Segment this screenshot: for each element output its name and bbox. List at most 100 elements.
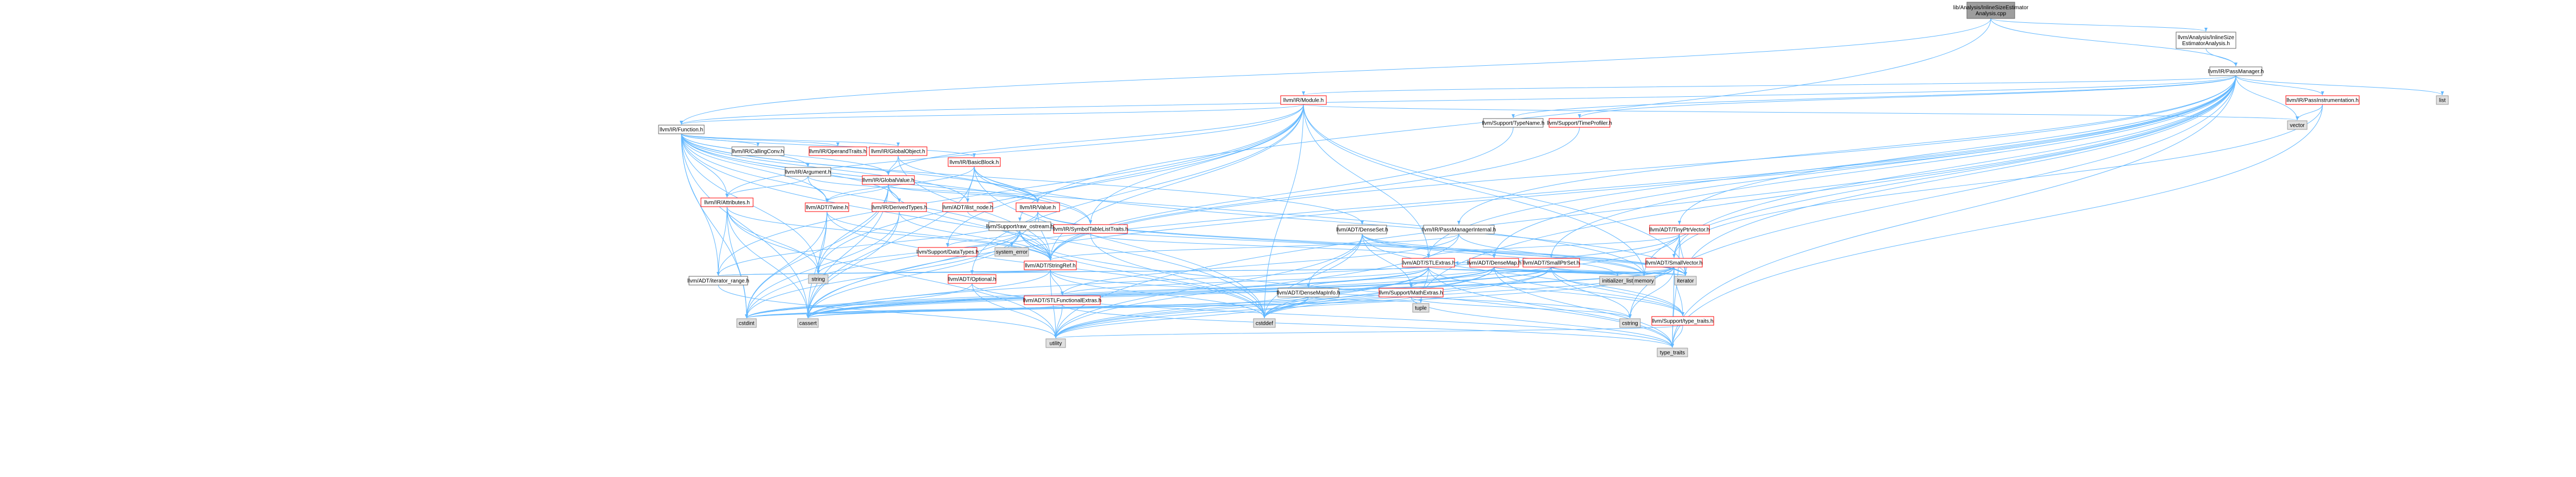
edge-globalobject-to-globalvalue [887, 155, 899, 176]
edge-passinstr-to-vector [2296, 104, 2323, 121]
node-stlfunc-box [1024, 295, 1101, 305]
node-root-label: Analysis.cpp [1976, 11, 2007, 17]
node-passmanager-box [2209, 66, 2262, 76]
node-attributes-label: llvm/IR/Attributes.h [704, 200, 750, 206]
edge-smallptrset-to-cassert [806, 267, 1552, 319]
edge-module-to-symboltable [1089, 104, 1304, 225]
edge-attributes-to-cstdint [726, 206, 748, 319]
node-densemap[interactable]: llvm/ADT/DenseMap.h [1467, 258, 1521, 268]
node-symboltable[interactable]: llvm/IR/SymbolTableListTraits.h [1052, 224, 1129, 234]
node-cstring[interactable]: cstring [1619, 318, 1641, 328]
edge-passmanager-to-densemap [1493, 75, 2236, 258]
edge-stlextras-to-optional [970, 267, 1429, 275]
node-iteratorrange[interactable]: llvm/ADT/iterator_range.h [687, 276, 749, 286]
edge-smallvector-to-memory [1643, 267, 1675, 276]
node-value[interactable]: llvm/IR/Value.h [1016, 202, 1060, 212]
node-densemapinfo-label: llvm/ADT/DenseMapInfo.h [1277, 290, 1340, 296]
node-iterator-label: iterator [1677, 278, 1694, 284]
node-function-label: llvm/IR/Function.h [660, 127, 703, 133]
node-optional[interactable]: llvm/ADT/Optional.h [948, 274, 996, 284]
node-denseset[interactable]: llvm/ADT/DenseSet.h [1336, 225, 1388, 234]
node-passinstr[interactable]: llvm/IR/PassInstrumentation.h [2285, 95, 2360, 105]
node-passinstr-label: llvm/IR/PassInstrumentation.h [2286, 98, 2359, 104]
node-memory[interactable]: memory [1633, 276, 1656, 286]
node-list[interactable]: list [2436, 95, 2449, 105]
node-globalobject[interactable]: llvm/IR/GlobalObject.h [869, 146, 927, 156]
node-basicblock[interactable]: llvm/IR/BasicBlock.h [948, 157, 1001, 167]
edge-passinstr-to-smallvector [1672, 104, 2323, 258]
node-root-box [1966, 2, 2015, 19]
node-iterator[interactable]: iterator [1674, 276, 1697, 286]
edge-globalobject-to-value [898, 155, 1039, 203]
node-rawostream[interactable]: llvm/Support/raw_ostream.h [986, 221, 1054, 231]
node-typetraitsllvm[interactable]: llvm/Support/type_traits.h [1651, 316, 1714, 326]
node-stlextras[interactable]: llvm/ADT/STLExtras.h [1402, 258, 1455, 268]
node-argument-box [785, 167, 831, 177]
node-denseset-label: llvm/ADT/DenseSet.h [1336, 227, 1388, 233]
node-stlfunc[interactable]: llvm/ADT/STLFunctionalExtras.h [1023, 295, 1102, 305]
node-globalvalue-box [862, 175, 915, 185]
node-stlextras-box [1402, 258, 1455, 268]
edge-passmanager-to-vector [2235, 75, 2299, 121]
node-module-box [1280, 95, 1327, 105]
node-twine[interactable]: llvm/ADT/Twine.h [805, 202, 849, 212]
node-cstddef[interactable]: cstddef [1253, 318, 1276, 328]
node-pmi[interactable]: llvm/IR/PassManagerInternal.h [1422, 225, 1496, 234]
node-attributes[interactable]: llvm/IR/Attributes.h [700, 197, 754, 207]
node-iterator-box [1674, 276, 1697, 286]
node-datatypes[interactable]: llvm/Support/DataTypes.h [917, 247, 979, 257]
edge-derivedtypes-to-stringref [899, 211, 1052, 261]
node-globalvalue[interactable]: llvm/IR/GlobalValue.h [862, 175, 915, 185]
node-argument[interactable]: llvm/IR/Argument.h [785, 167, 831, 177]
node-derivedtypes[interactable]: llvm/IR/DerivedTypes.h [872, 202, 927, 212]
node-passmanager[interactable]: llvm/IR/PassManager.h [2208, 66, 2264, 76]
node-string[interactable]: string [808, 274, 829, 284]
edge-stlextras-to-typetraitsllvm [1428, 267, 1684, 317]
node-ilistnode[interactable]: llvm/ADT/ilist_node.h [942, 202, 993, 212]
node-typetraitsllvm-label: llvm/Support/type_traits.h [1652, 319, 1714, 325]
edge-denseset-to-densemap [1362, 233, 1496, 258]
node-function[interactable]: llvm/IR/Function.h [658, 125, 705, 134]
node-root[interactable]: lib/Analysis/InlineSizeEstimatorAnalysis… [1953, 2, 2029, 19]
node-typetraits-label: type_traits [1660, 350, 1685, 356]
node-cstdint[interactable]: cstdint [736, 318, 757, 328]
edge-denseset-to-utility [1054, 233, 1363, 339]
node-systemerror[interactable]: system_error [994, 247, 1029, 257]
edges-layer [680, 18, 2444, 348]
edge-function-to-callingconv [681, 133, 760, 147]
node-timeprofiler[interactable]: llvm/Support/TimeProfiler.h [1547, 118, 1612, 128]
node-iteratorrange-box [688, 276, 748, 286]
node-densemapinfo[interactable]: llvm/ADT/DenseMapInfo.h [1277, 288, 1340, 298]
edge-argument-to-value [807, 176, 1039, 203]
node-stlextras-label: llvm/ADT/STLExtras.h [1402, 261, 1455, 267]
edge-derivedtypes-to-cassert [806, 211, 900, 319]
node-cstring-box [1619, 318, 1641, 328]
node-passinstr-box [2285, 95, 2360, 105]
node-stringref[interactable]: llvm/ADT/StringRef.h [1024, 261, 1077, 270]
edge-function-to-operandtraits [681, 133, 839, 147]
node-cstdint-box [736, 318, 757, 328]
node-typetraits[interactable]: type_traits [1657, 348, 1688, 357]
node-module[interactable]: llvm/IR/Module.h [1280, 95, 1327, 105]
node-mathextras[interactable]: llvm/Support/MathExtras.h [1378, 288, 1444, 298]
node-smallptrset[interactable]: llvm/ADT/SmallPtrSet.h [1522, 258, 1580, 268]
edge-module-to-memory [1303, 104, 1646, 276]
node-utility[interactable]: utility [1045, 338, 1066, 348]
edge-module-to-attributes [725, 104, 1304, 198]
node-systemerror-box [994, 247, 1029, 257]
node-inlinesize[interactable]: llvm/Analysis/InlineSizeEstimatorAnalysi… [2176, 32, 2236, 49]
node-initlist[interactable]: initializer_list [1599, 276, 1636, 286]
node-callingconv[interactable]: llvm/IR/CallingConv.h [731, 146, 785, 156]
node-smallvector[interactable]: llvm/ADT/SmallVector.h [1645, 258, 1703, 268]
node-typename[interactable]: llvm/Support/TypeName.h [1482, 118, 1545, 128]
edge-function-to-globalvalue [681, 133, 890, 176]
node-densemap-label: llvm/ADT/DenseMap.h [1467, 261, 1521, 267]
node-tuple[interactable]: tuple [1412, 303, 1430, 313]
node-operandtraits[interactable]: llvm/IR/OperandTraits.h [808, 146, 867, 156]
node-cassert[interactable]: cassert [797, 318, 819, 328]
node-attributes-box [700, 197, 754, 207]
node-tuple-box [1412, 303, 1430, 313]
node-tinyptrvector[interactable]: llvm/ADT/TinyPtrVector.h [1649, 225, 1710, 234]
node-vector[interactable]: vector [2287, 120, 2308, 130]
edge-attributes-to-string [726, 206, 820, 275]
